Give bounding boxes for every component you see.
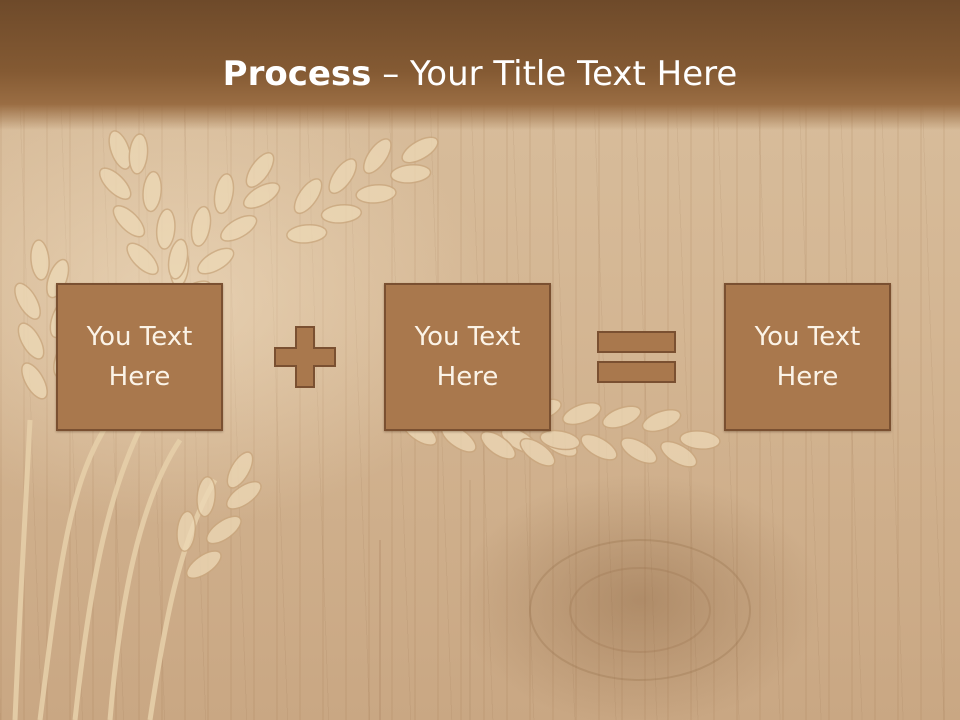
title-bold: Process — [222, 54, 372, 94]
process-box-2-text: You Text Here — [414, 322, 521, 392]
header-band — [0, 0, 960, 130]
slide-title[interactable]: Process – Your Title Text Here — [0, 52, 960, 96]
title-rest: Your Title Text Here — [410, 54, 738, 94]
equals-icon — [597, 331, 676, 383]
process-box-1-text: You Text Here — [86, 322, 193, 392]
process-box-1[interactable]: You Text Here — [56, 283, 223, 431]
process-box-3[interactable]: You Text Here — [724, 283, 891, 431]
title-dash: – — [371, 54, 411, 94]
plus-icon — [274, 326, 336, 388]
process-box-2[interactable]: You Text Here — [384, 283, 551, 431]
process-box-3-text: You Text Here — [754, 322, 861, 392]
